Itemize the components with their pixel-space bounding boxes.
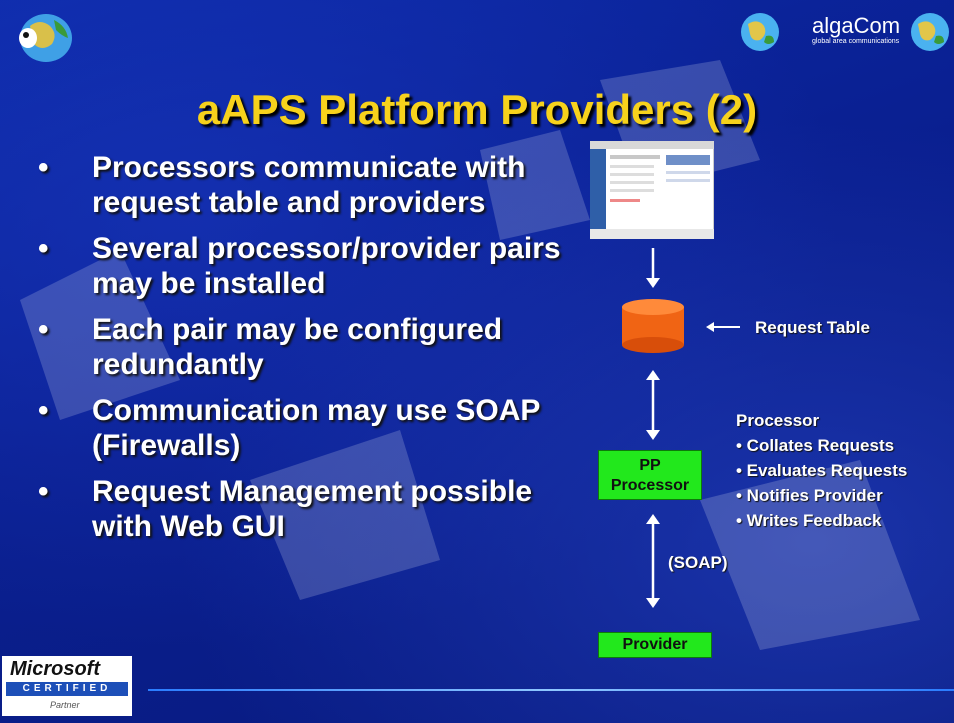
bullet-item: • Several processor/provider pairs may b…	[38, 231, 598, 301]
ms-partner: Partner	[50, 700, 80, 710]
bullet-marker: •	[38, 313, 49, 346]
request-table-label: Request Table	[755, 318, 870, 337]
arrow-head	[706, 322, 714, 332]
provider-node: Provider	[598, 632, 712, 658]
bullet-item: • Communication may use SOAP (Firewalls)	[38, 393, 598, 463]
microsoft-certified-partner-logo: Microsoft CERTIFIED Partner	[2, 656, 132, 716]
brand-tagline: global area communications	[812, 38, 900, 45]
ms-brand: Microsoft	[10, 658, 100, 680]
bullet-list: • Processors communicate with request ta…	[38, 150, 598, 555]
bullet-text: Communication may use SOAP (Firewalls)	[92, 394, 540, 462]
bullet-marker: •	[38, 394, 49, 427]
bullet-marker: •	[38, 232, 49, 265]
pp-processor-node: PP Processor	[598, 450, 702, 500]
bullet-item: • Each pair may be configured redundantl…	[38, 312, 598, 382]
brand-logo: algaCom global area communications	[812, 14, 900, 46]
processor-task: • Notifies Provider	[736, 486, 883, 505]
bullet-text: Several processor/provider pairs may be …	[92, 232, 561, 300]
database-cylinder-icon	[622, 299, 684, 353]
brand-name: algaCom	[812, 13, 901, 38]
bullet-text: Processors communicate with request tabl…	[92, 151, 526, 219]
bullet-text: Request Management possible with Web GUI	[92, 475, 533, 543]
architecture-diagram	[622, 248, 740, 608]
slide-title: aAPS Platform Providers (2)	[196, 86, 758, 133]
bullet-text: Each pair may be configured redundantly	[92, 313, 503, 381]
bullet-marker: •	[38, 475, 49, 508]
globe-icon	[741, 13, 779, 51]
soap-label: (SOAP)	[668, 553, 728, 572]
processor-task: • Writes Feedback	[736, 511, 882, 530]
processor-heading: Processor	[736, 411, 820, 430]
pp-processor-line2: Processor	[610, 477, 690, 494]
processor-task: • Evaluates Requests	[736, 461, 908, 480]
globe-mascot-icon	[19, 14, 72, 62]
pp-processor-line1: PP	[639, 457, 661, 474]
arrow-head	[646, 278, 660, 288]
ms-certified: CERTIFIED	[6, 682, 128, 696]
bullet-marker: •	[38, 151, 49, 184]
processor-task: • Collates Requests	[736, 436, 895, 455]
bullet-item: • Processors communicate with request ta…	[38, 150, 598, 220]
bullet-item: • Request Management possible with Web G…	[38, 474, 598, 544]
footer-divider	[148, 689, 954, 691]
globe-icon	[911, 13, 949, 51]
web-gui-screenshot-thumbnail	[590, 141, 714, 239]
